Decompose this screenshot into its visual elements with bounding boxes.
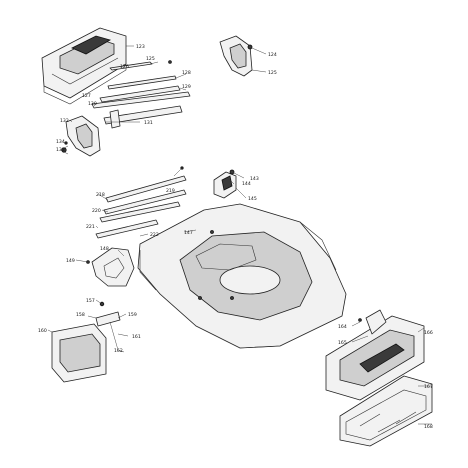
- callout-166: 166: [424, 330, 433, 336]
- callout-218: 218: [96, 192, 105, 198]
- callout-165: 165: [338, 340, 347, 346]
- callout-220: 220: [92, 208, 101, 214]
- hood-cover: [41, 27, 127, 105]
- mower-deck: [137, 203, 347, 349]
- callout-125-right: 125: [268, 70, 277, 76]
- callout-160: 160: [38, 328, 47, 334]
- callout-131: 131: [144, 120, 153, 126]
- callout-221: 221: [86, 224, 95, 230]
- rear-flap-door: [51, 301, 121, 383]
- grass-bag-bottom: [339, 375, 433, 447]
- callout-134: 134: [56, 139, 65, 145]
- leader-lines: [47, 45, 432, 425]
- callout-127: 127: [82, 93, 91, 99]
- callout-132: 132: [60, 118, 69, 124]
- callout-labels: 123 124 125 125 126 127 128 129 130 131 …: [38, 44, 433, 430]
- callout-130: 130: [88, 101, 97, 107]
- right-height-bracket: [219, 35, 253, 77]
- callout-162: 162: [114, 348, 123, 354]
- callout-133: 133: [56, 147, 65, 153]
- callout-145: 145: [248, 196, 257, 202]
- callout-167: 167: [424, 384, 433, 390]
- callout-219: 219: [166, 188, 175, 194]
- callout-143: 143: [250, 176, 259, 182]
- callout-147: 147: [184, 230, 193, 236]
- callout-157: 157: [86, 298, 95, 304]
- callout-124: 124: [268, 52, 277, 58]
- callout-164: 164: [338, 324, 347, 330]
- callout-149: 149: [66, 258, 75, 264]
- baffle-plates: [95, 166, 187, 239]
- callout-128: 128: [182, 70, 191, 76]
- grass-bag-top: [325, 309, 425, 401]
- callout-161: 161: [132, 334, 141, 340]
- side-shield: [86, 247, 135, 287]
- callout-168: 168: [424, 424, 433, 430]
- callout-159: 159: [128, 312, 137, 318]
- callout-123: 123: [136, 44, 145, 50]
- callout-144: 144: [242, 181, 251, 187]
- left-height-bracket: [61, 115, 101, 157]
- engine-mount: [213, 169, 237, 199]
- callout-126: 126: [120, 64, 129, 70]
- callout-125-top: 125: [146, 56, 155, 62]
- callout-148: 148: [100, 246, 109, 252]
- callout-129: 129: [182, 84, 191, 90]
- lift-rods: [91, 60, 191, 109]
- axle-bracket: [103, 105, 183, 129]
- callout-222: 222: [150, 232, 159, 238]
- callout-158: 158: [76, 312, 85, 318]
